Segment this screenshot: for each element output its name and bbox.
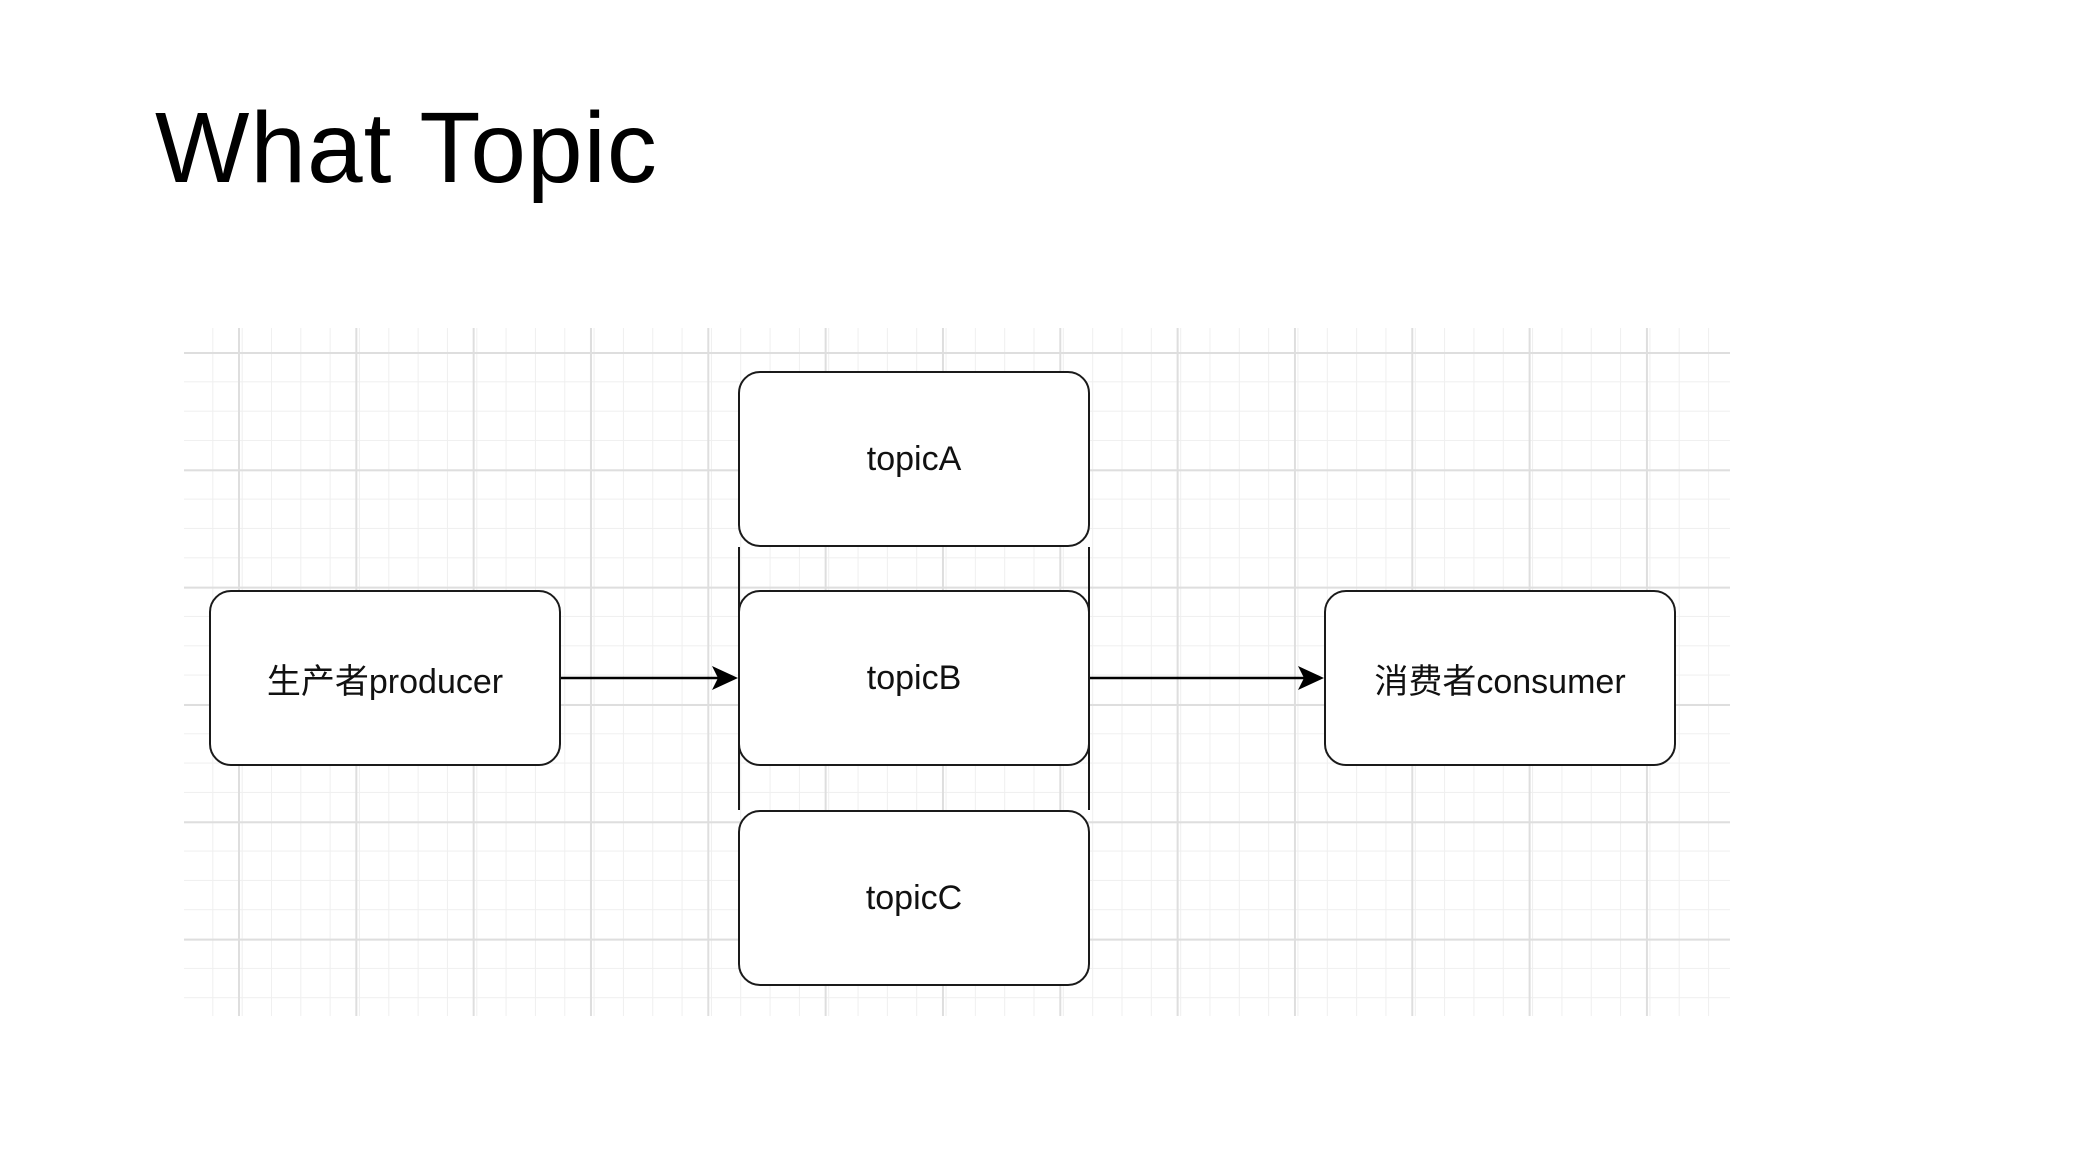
producer-node[interactable]: 生产者producer	[209, 590, 561, 766]
topic-b-label: topicB	[866, 658, 962, 697]
consumer-node[interactable]: 消费者consumer	[1324, 590, 1676, 766]
topic-b-node[interactable]: topicB	[738, 590, 1090, 766]
topic-c-node[interactable]: topicC	[738, 810, 1090, 986]
slide-title: What Topic	[155, 92, 658, 204]
producer-label: 生产者producer	[266, 662, 504, 701]
topic-a-label: topicA	[866, 439, 962, 478]
topic-a-node[interactable]: topicA	[738, 371, 1090, 547]
topic-c-label: topicC	[865, 878, 963, 917]
consumer-label: 消费者consumer	[1374, 662, 1626, 701]
